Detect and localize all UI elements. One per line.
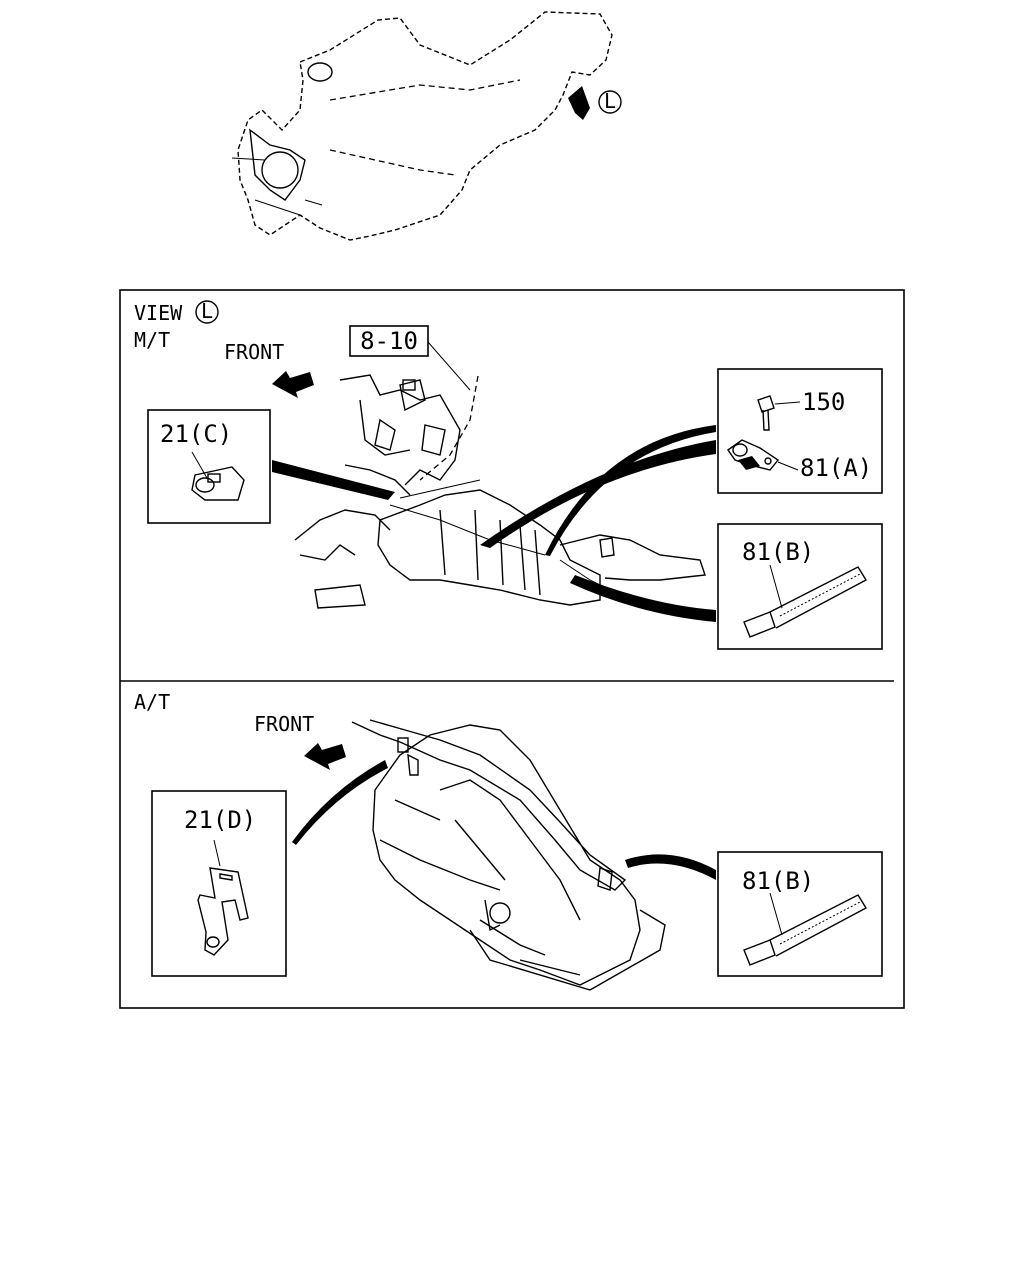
callout-bracket-d-label: 21(D)	[184, 806, 256, 834]
bracket-d-icon	[197, 867, 249, 956]
view-marker-circle	[195, 300, 219, 324]
view-arrow-top: L	[568, 86, 622, 120]
at-wedge-b	[625, 854, 716, 880]
clip-c-icon	[191, 451, 245, 501]
callout-tie-b-mt-label: 81(B)	[742, 538, 814, 566]
at-front-label: FRONT	[254, 712, 314, 736]
callout-clamp-a-label: 81(A)	[800, 454, 872, 482]
mt-label: M/T	[134, 328, 170, 352]
ref-label: 8-10	[360, 327, 418, 355]
callout-bolt-label: 150	[802, 388, 845, 416]
at-transmission-drawing	[351, 719, 666, 991]
cable-tie-icon	[743, 566, 867, 638]
at-wedge-d	[292, 760, 388, 845]
bolt-icon	[757, 395, 775, 431]
clamp-a-icon	[727, 439, 780, 471]
engine-overview	[231, 11, 613, 241]
ref-box	[349, 325, 429, 357]
mt-wedge-a	[480, 440, 716, 548]
callout-tie-b-at-label: 81(B)	[742, 867, 814, 895]
view-marker: L	[201, 299, 213, 323]
cable-tie-at-icon	[743, 894, 867, 966]
view-marker-top: L	[604, 89, 616, 113]
view-label: VIEW	[134, 301, 183, 325]
at-label: A/T	[134, 690, 170, 714]
mt-transmission-drawing	[294, 374, 706, 609]
mt-wedge-c	[272, 460, 395, 500]
at-front-arrow-icon	[304, 743, 346, 770]
mt-wedge-b	[570, 575, 716, 622]
mt-front-arrow-icon	[272, 371, 314, 398]
callout-box-bracket-d	[151, 790, 287, 977]
mt-front-label: FRONT	[224, 340, 284, 364]
callout-box-bolt-clamp	[717, 368, 883, 494]
callout-clip-c-label: 21(C)	[160, 420, 232, 448]
callout-box-clip-c	[147, 409, 271, 524]
